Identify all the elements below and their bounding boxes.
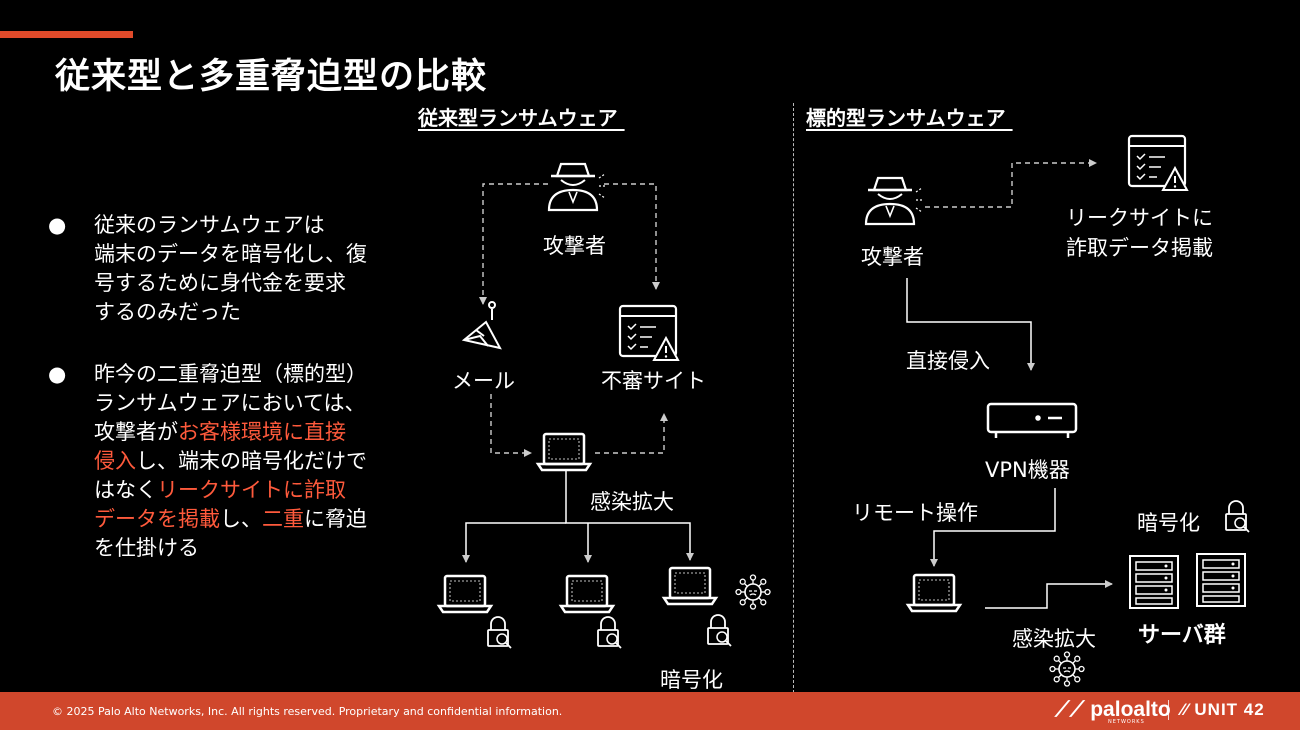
comparison-diagram <box>437 134 1250 687</box>
unit42-logo: ⁄⁄ UNIT 42 <box>1181 700 1265 719</box>
warning-site-icon <box>618 304 680 362</box>
lock-icon <box>597 616 622 649</box>
dashed-arrow <box>490 394 532 457</box>
leak-site-label: リークサイトに 詐取データ掲載 <box>1066 206 1213 260</box>
bullet-segment: 昨今の二重脅迫型（標的型） ランサムウェアにおいては、 攻撃者が <box>94 362 367 444</box>
servers-label: サーバ群 <box>1138 623 1226 648</box>
leak-site-icon <box>1127 134 1189 192</box>
lock-icon <box>487 616 512 649</box>
paloalto-wordmark: paloalto <box>1090 698 1171 721</box>
remote-op-label: リモート操作 <box>852 501 978 525</box>
spread-arrow <box>462 522 566 563</box>
lock-icon <box>1225 500 1250 533</box>
dashed-arrow <box>925 159 1097 208</box>
dashed-arrow <box>479 183 548 305</box>
bullet-highlight: 二重 <box>262 507 304 531</box>
left-attacker-label: 攻撃者 <box>543 234 606 258</box>
vpn-label: VPN機器 <box>985 458 1070 482</box>
column-divider <box>793 103 794 693</box>
spread-arrow <box>985 580 1113 609</box>
bullet-segment: し、 <box>220 507 262 531</box>
laptop-icon <box>437 574 493 614</box>
left-column-heading: 従来型ランサムウェア <box>418 106 625 130</box>
virus-icon <box>1049 651 1085 687</box>
bullet-segment: し、端末の暗号化だけで はなく <box>94 449 367 502</box>
right-spread-label: 感染拡大 <box>1012 627 1096 651</box>
server-icon <box>1129 555 1179 609</box>
right-attacker-label: 攻撃者 <box>861 245 924 269</box>
direct-intrusion-label: 直接侵入 <box>906 349 990 373</box>
left-spread-label: 感染拡大 <box>590 490 674 514</box>
vpn-device-icon <box>986 402 1078 438</box>
left-encrypt-label: 暗号化 <box>660 668 723 692</box>
dashed-arrow <box>604 183 660 290</box>
title-accent-bar <box>0 31 133 38</box>
footer-bar: © 2025 Palo Alto Networks, Inc. All righ… <box>0 692 1300 730</box>
laptop-icon <box>536 432 592 472</box>
footer-separator <box>1168 700 1169 720</box>
mail-label: メール <box>452 369 515 393</box>
remote-arrow <box>930 488 1056 567</box>
right-encrypt-label: 暗号化 <box>1137 511 1200 535</box>
hacker-icon <box>864 176 926 226</box>
bullet-text: 昨今の二重脅迫型（標的型） ランサムウェアにおいては、 攻撃者がお客様環境に直接… <box>94 360 414 563</box>
bullet-marker: ● <box>48 213 67 237</box>
page-title: 従来型と多重脅迫型の比較 <box>55 57 488 97</box>
suspicious-site-label: 不審サイト <box>601 369 706 393</box>
lock-icon <box>707 614 732 647</box>
unit42-wordmark: UNIT 42 <box>1194 700 1265 719</box>
bullet-highlight: リークサイトに詐取 データを掲載 <box>94 478 346 531</box>
bullet-marker: ● <box>48 362 67 386</box>
laptop-icon <box>559 574 615 614</box>
copyright-text: © 2025 Palo Alto Networks, Inc. All righ… <box>52 705 563 718</box>
bullet-highlight: お客様環境に直接 侵入 <box>94 420 346 473</box>
laptop-icon <box>662 566 718 606</box>
bullet-segment: 従来のランサムウェアは 端末のデータを暗号化し、復 号するために身代金を要求 す… <box>94 213 367 324</box>
mail-icon <box>461 301 502 350</box>
bullet-segment: に脅迫 を仕掛ける <box>94 507 367 560</box>
right-column-heading: 標的型ランサムウェア <box>806 106 1013 130</box>
dashed-arrow <box>595 413 668 454</box>
hacker-icon <box>547 162 609 212</box>
intrusion-arrow <box>906 278 1035 371</box>
networks-wordmark: NETWORKS <box>1108 719 1145 725</box>
laptop-icon <box>906 573 962 613</box>
bullet-text: 従来のランサムウェアは 端末のデータを暗号化し、復 号するために身代金を要求 す… <box>94 211 414 327</box>
paloalto-logo: ⟋⟋ paloalto <box>1055 698 1171 721</box>
server-icon <box>1196 553 1246 607</box>
spread-arrow <box>565 471 694 561</box>
virus-icon <box>735 574 771 610</box>
